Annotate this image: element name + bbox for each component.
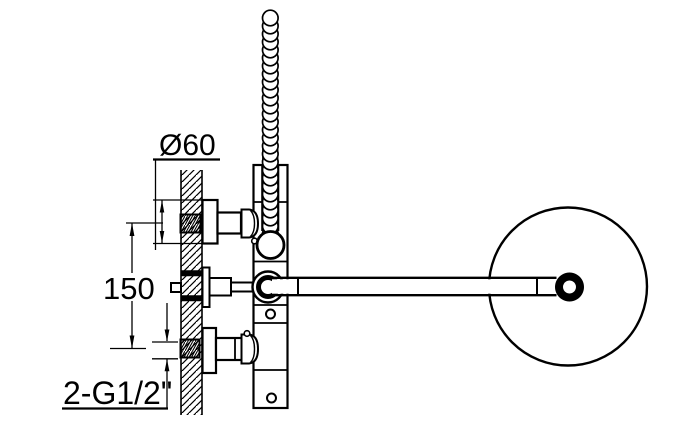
thread-spec-label: 2-G1/2"	[63, 375, 172, 411]
top-inlet-connection	[179, 198, 260, 245]
dimension-diameter: Ø60	[153, 129, 220, 250]
middle-connector	[230, 281, 255, 293]
mounting-stud-upper	[180, 270, 202, 277]
head-ball-connector	[555, 272, 585, 302]
bottom-inlet-union	[240, 333, 260, 365]
top-inlet-thread	[179, 213, 202, 234]
wall-section	[180, 170, 203, 415]
middle-outlet-connection	[170, 266, 255, 308]
middle-pipe	[208, 277, 232, 297]
shower-arm	[272, 276, 557, 297]
hose-ball-joint	[255, 230, 286, 260]
top-inlet-union	[240, 208, 260, 239]
screw-hole-lower	[266, 392, 277, 404]
dimension-center-distance: 150	[101, 222, 163, 350]
bottom-inlet-connection	[179, 326, 260, 375]
screw-hole-upper	[265, 308, 276, 320]
bottom-inlet-thread	[179, 338, 201, 359]
center-distance-label: 150	[103, 271, 155, 306]
bottom-inlet-pipe	[214, 336, 244, 362]
top-inlet-flange	[201, 198, 219, 245]
bottom-inlet-flange	[201, 326, 218, 375]
top-inlet-pipe	[216, 211, 243, 235]
diameter-label: Ø60	[159, 129, 216, 162]
wall-back-stub	[170, 282, 182, 293]
flexible-hose	[261, 9, 279, 243]
middle-plate	[201, 266, 211, 308]
dimension-thread: 2-G1/2"	[62, 303, 178, 411]
mounting-stud-lower	[180, 295, 202, 302]
